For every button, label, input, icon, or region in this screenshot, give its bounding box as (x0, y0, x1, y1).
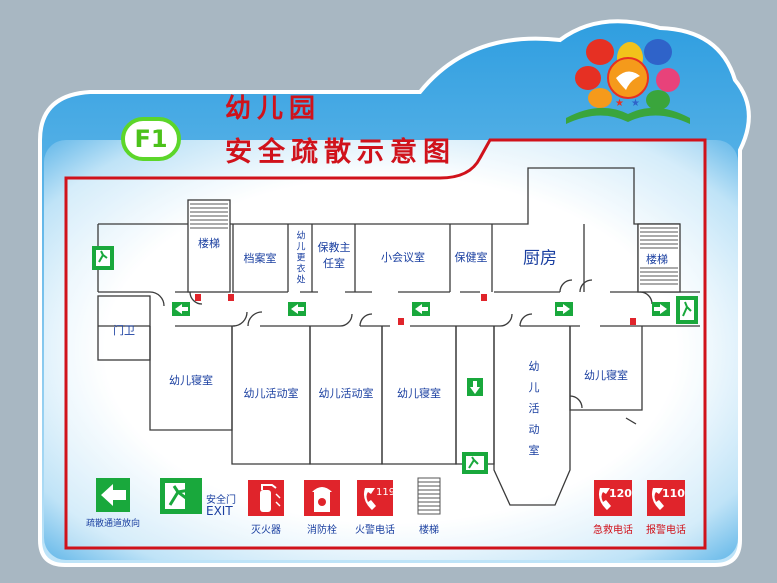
room-label-stairs-left: 楼梯 (198, 237, 220, 250)
room-label-stairs-right: 楼梯 (646, 253, 668, 266)
legend: 119 120 110 (96, 477, 685, 516)
evac-arrows (172, 302, 670, 396)
fire-extinguisher-icon (248, 480, 284, 516)
legend-hydrant: 消防栓 (307, 525, 337, 536)
green-arrow-icon (467, 378, 483, 396)
legend-ambulance: 急救电话 (593, 525, 633, 536)
legend-exit-cn: 安全门 (206, 495, 236, 506)
page-title: 幼儿园 (225, 94, 322, 124)
stairs-hatch (190, 203, 678, 285)
svg-text:★: ★ (615, 98, 624, 109)
green-arrow-icon (172, 302, 190, 316)
room-label-clinic: 保健室 (454, 251, 488, 264)
telephone-icon: 110 (647, 480, 685, 516)
room-label-bedroom-2: 幼儿寝室 (397, 387, 441, 400)
room-label-activity-1: 幼儿活动室 (243, 387, 299, 400)
green-arrow-icon (412, 302, 430, 316)
room-label-health-office: 保教主任室 (317, 241, 351, 270)
floor-plan (97, 167, 700, 506)
exit-signs (92, 246, 698, 474)
legend-extinguisher: 灭火器 (251, 525, 281, 536)
green-arrow-icon (555, 302, 573, 316)
room-label-bedroom-1: 幼儿寝室 (169, 374, 213, 387)
running-man-exit-icon (676, 296, 698, 324)
stairs-legend-icon (417, 477, 441, 515)
room-label-kitchen: 厨房 (523, 248, 557, 269)
kindergarten-flower-logo: ★ ★ (566, 39, 690, 124)
floor-badge: F1 (121, 117, 181, 161)
room-label-archive: 档案室 (243, 252, 277, 265)
running-man-exit-icon (462, 452, 488, 474)
room-label-changing: 幼儿更衣处 (294, 230, 305, 286)
legend-evac-direction: 疏散通道放向 (85, 519, 141, 529)
telephone-icon: 120 (594, 480, 632, 516)
legend-stairs: 楼梯 (419, 525, 439, 536)
fire-hydrant-icon (304, 480, 340, 516)
green-arrow-icon (96, 478, 130, 512)
running-man-exit-icon (160, 478, 202, 514)
svg-text:119: 119 (376, 487, 395, 498)
page-subtitle: 安全疏散示意图 (225, 137, 456, 168)
green-arrow-icon (652, 302, 670, 316)
svg-text:120: 120 (609, 487, 632, 500)
svg-text:110: 110 (662, 487, 685, 500)
running-man-exit-icon (92, 246, 114, 270)
green-arrow-icon (288, 302, 306, 316)
room-label-guard: 门卫 (113, 324, 135, 337)
telephone-icon: 119 (357, 480, 395, 516)
legend-police: 报警电话 (646, 525, 686, 536)
room-label-activity-2: 幼儿活动室 (318, 387, 374, 400)
room-label-meeting: 小会议室 (381, 251, 425, 264)
extinguisher-markers (195, 294, 636, 325)
room-label-bedroom-3: 幼儿寝室 (584, 369, 628, 382)
legend-fire-phone: 火警电话 (355, 525, 395, 536)
svg-text:★: ★ (631, 98, 640, 109)
room-label-activity-3: 幼儿活动室 (527, 360, 540, 466)
legend-exit-en: EXIT (206, 504, 233, 518)
